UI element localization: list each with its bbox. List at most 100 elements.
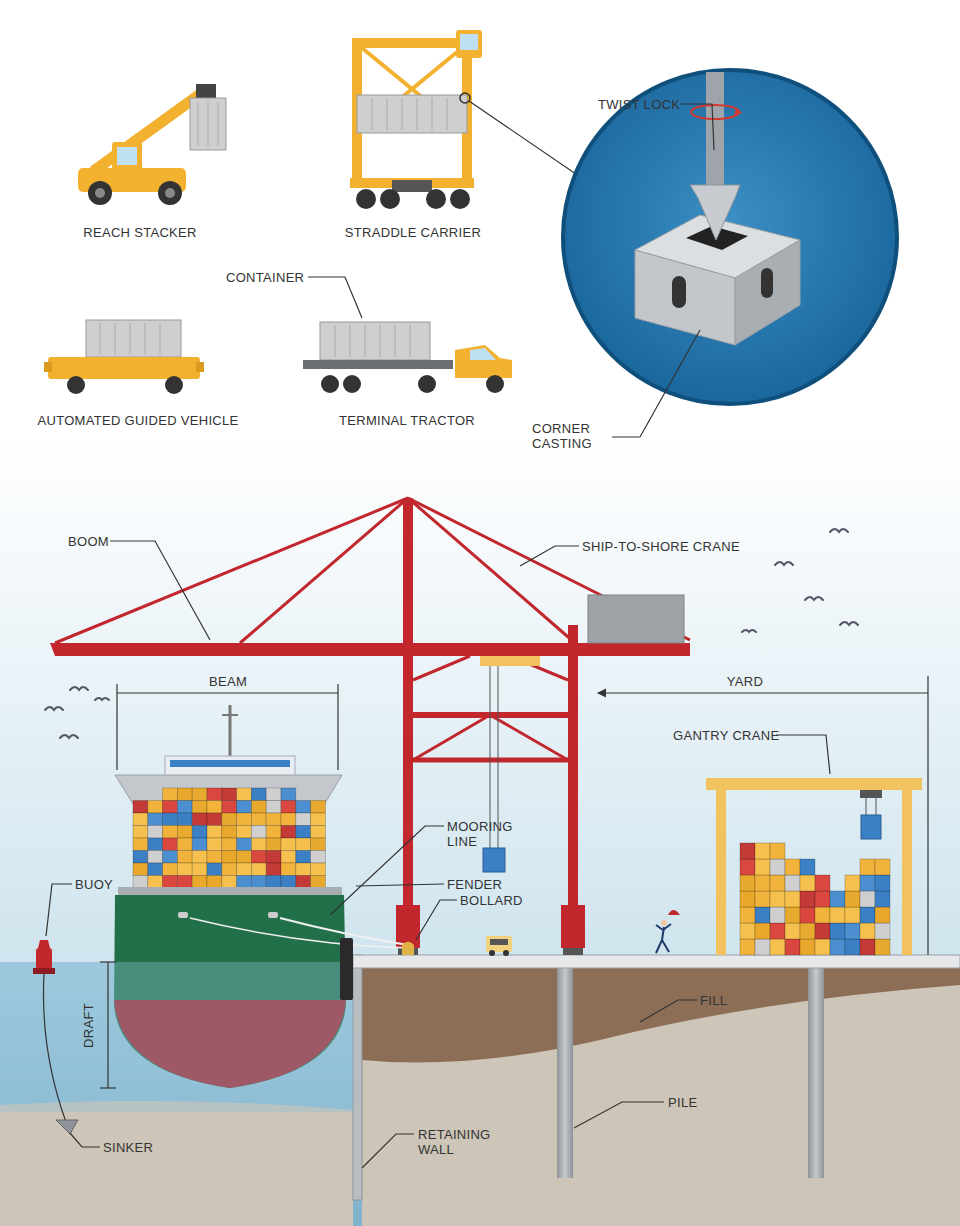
container-box bbox=[740, 891, 755, 907]
part-label: BEAM bbox=[209, 674, 247, 689]
container-box bbox=[785, 907, 800, 923]
worker bbox=[656, 940, 662, 953]
container-box bbox=[815, 875, 830, 891]
ship-to-shore-crane bbox=[50, 498, 690, 955]
automated-guided-vehicle bbox=[160, 323, 161, 354]
container-ship bbox=[165, 756, 295, 776]
leader-lines bbox=[110, 541, 210, 640]
leader-lines bbox=[46, 104, 830, 1168]
gantry-crane bbox=[876, 798, 877, 815]
quay-deck bbox=[353, 955, 960, 968]
container-box bbox=[755, 859, 770, 875]
birds bbox=[775, 562, 793, 565]
container-box bbox=[815, 923, 830, 939]
reach-stacker bbox=[208, 102, 209, 146]
sky bbox=[0, 440, 960, 965]
straddle-carrier bbox=[372, 98, 373, 130]
container-box bbox=[755, 923, 770, 939]
container-box bbox=[785, 923, 800, 939]
trolley bbox=[483, 848, 505, 872]
terminal-tractor bbox=[303, 360, 453, 369]
container-box bbox=[133, 801, 148, 814]
container-box bbox=[251, 838, 266, 851]
twist-lock-detail bbox=[735, 240, 800, 345]
container-box bbox=[192, 838, 207, 851]
container-box bbox=[177, 863, 192, 876]
container-box bbox=[311, 851, 326, 864]
dimension-lines bbox=[598, 692, 928, 693]
truck bbox=[490, 939, 508, 945]
truck bbox=[486, 936, 512, 952]
container-box bbox=[860, 859, 875, 875]
container-box bbox=[207, 838, 222, 851]
leader-lines bbox=[520, 546, 579, 566]
container-box bbox=[296, 876, 311, 889]
terminal-tractor bbox=[365, 325, 366, 357]
part-label: FILL bbox=[700, 993, 727, 1008]
container-box bbox=[815, 939, 830, 955]
trolley bbox=[480, 656, 540, 666]
birds bbox=[95, 698, 109, 700]
truck bbox=[486, 936, 512, 956]
leader-lines bbox=[46, 884, 72, 936]
container-box bbox=[251, 826, 266, 839]
container-box bbox=[755, 907, 770, 923]
container-box bbox=[311, 876, 326, 889]
reach-stacker bbox=[112, 142, 142, 172]
part-label: SHIP-TO-SHORE CRANE bbox=[582, 539, 740, 554]
container-box bbox=[222, 838, 237, 851]
container-ship bbox=[133, 788, 325, 888]
machinery-house bbox=[588, 595, 684, 643]
straddle-carrier bbox=[469, 101, 592, 185]
birds bbox=[45, 707, 63, 710]
container-box bbox=[770, 923, 785, 939]
seabed bbox=[0, 1101, 353, 1226]
container-box bbox=[222, 863, 237, 876]
pile bbox=[808, 968, 824, 1178]
container-box bbox=[800, 859, 815, 875]
reach-stacker bbox=[165, 188, 175, 198]
container-box bbox=[845, 939, 860, 955]
automated-guided-vehicle bbox=[165, 376, 183, 394]
container-box bbox=[830, 939, 845, 955]
terminal-tractor bbox=[455, 345, 512, 378]
automated-guided-vehicle bbox=[48, 357, 200, 379]
container-box bbox=[770, 859, 785, 875]
container-box bbox=[163, 863, 178, 876]
quay-fill bbox=[362, 968, 960, 1063]
container-box bbox=[207, 826, 222, 839]
container-box bbox=[237, 826, 252, 839]
twist-lock-detail bbox=[563, 70, 897, 404]
worker bbox=[656, 925, 663, 930]
container-box bbox=[800, 891, 815, 907]
quay-sand bbox=[362, 968, 960, 1226]
twist-lock-detail bbox=[734, 108, 742, 116]
birds bbox=[840, 622, 858, 625]
container-box bbox=[222, 801, 237, 814]
container-box bbox=[845, 923, 860, 939]
retaining-wall bbox=[353, 955, 362, 1200]
straddle-carrier bbox=[380, 189, 400, 209]
ship-to-shore-crane bbox=[561, 905, 585, 948]
container-box bbox=[251, 863, 266, 876]
buoy bbox=[43, 974, 66, 1122]
dimension-lines bbox=[927, 676, 928, 955]
gantry-crane bbox=[861, 815, 881, 839]
part-label: RETAINING WALL bbox=[418, 1127, 490, 1157]
container-box bbox=[755, 891, 770, 907]
truck bbox=[489, 950, 495, 956]
water-tint bbox=[0, 962, 353, 1112]
buoy bbox=[56, 1120, 78, 1134]
terminal-tractor bbox=[303, 322, 512, 393]
ship-to-shore-crane bbox=[50, 643, 690, 656]
part-label: DRAFT bbox=[81, 1003, 96, 1048]
container-box bbox=[222, 813, 237, 826]
gantry-crane bbox=[716, 790, 726, 955]
automated-guided-vehicle bbox=[86, 320, 181, 357]
reach-stacker bbox=[190, 98, 226, 150]
leader-lines bbox=[70, 1133, 100, 1147]
straddle-carrier bbox=[447, 98, 448, 130]
part-label: TWIST LOCK bbox=[598, 97, 680, 112]
straddle-carrier bbox=[357, 95, 467, 133]
yard-containers bbox=[740, 843, 890, 955]
